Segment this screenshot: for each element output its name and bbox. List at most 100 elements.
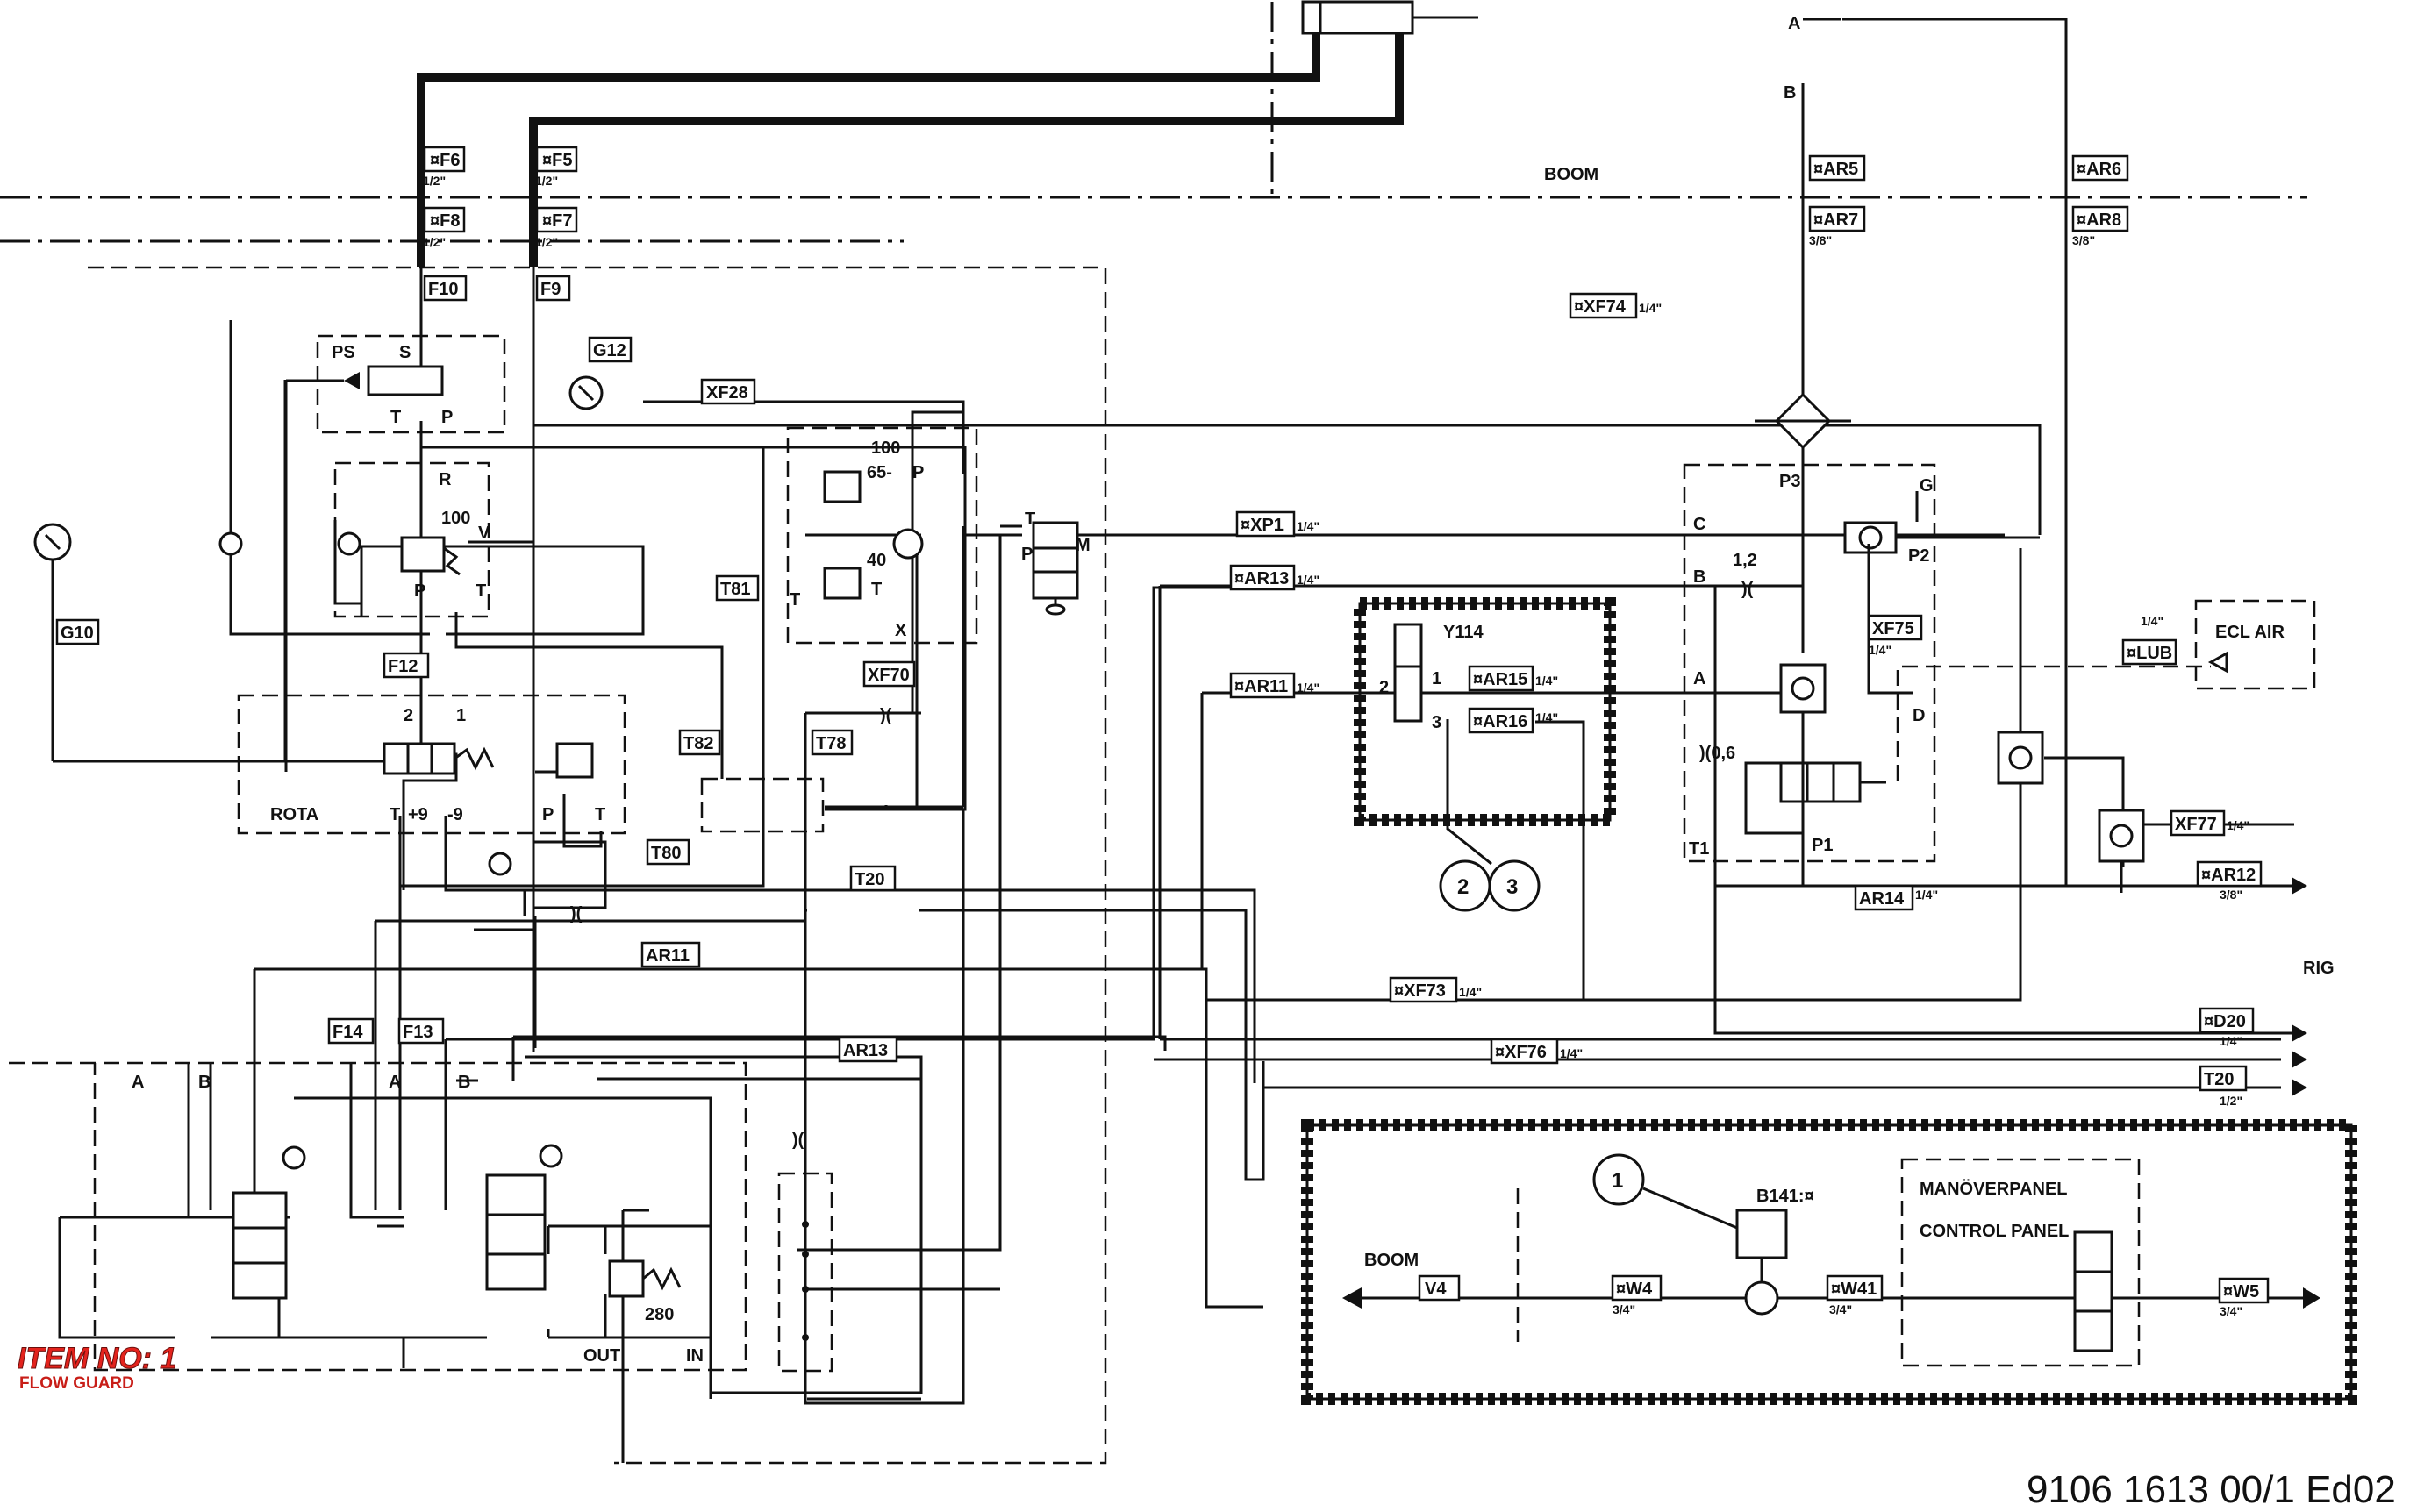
label-v: V	[478, 524, 490, 543]
label-minus9: -9	[447, 805, 463, 824]
size-AR7: 3/8"	[1809, 233, 1832, 247]
port-AR16: ¤AR16	[1473, 712, 1527, 731]
port-AR14: AR14	[1859, 889, 1905, 909]
label-r: R	[439, 470, 452, 489]
label-p2v: P2	[1908, 546, 1929, 566]
port-F5: ¤F5	[542, 151, 572, 170]
right-circuit	[1154, 18, 2316, 1089]
label-d: D	[1913, 706, 1925, 725]
document-number: 9106 1613 00/1 Ed02	[2027, 1468, 2396, 1511]
size-XF76: 1/4"	[1560, 1046, 1583, 1060]
port-T20-left: T20	[855, 870, 884, 889]
label-t3: T	[790, 590, 800, 610]
port-XF70: XF70	[868, 666, 910, 685]
label-t1v: T1	[1689, 839, 1709, 859]
label-x: X	[895, 621, 907, 640]
port-F9: F9	[540, 280, 561, 299]
port-W4: ¤W4	[1616, 1280, 1653, 1299]
label-1: 1	[456, 706, 466, 725]
port-AR13-right: ¤AR13	[1234, 569, 1289, 588]
port-W41: ¤W41	[1831, 1280, 1877, 1299]
port-AR5: ¤AR5	[1813, 160, 1858, 179]
label-a2: A	[389, 1073, 401, 1092]
svg-text:)(: )(	[880, 706, 892, 725]
label-p3: P	[542, 805, 554, 824]
label-100b: 100	[871, 439, 900, 458]
zone-boundaries	[0, 2, 2307, 243]
label-bv: B	[1693, 567, 1705, 587]
size-XF77: 1/4"	[2227, 818, 2249, 832]
label-1-2: 1,2	[1733, 551, 1757, 570]
label-tt: T	[1025, 510, 1035, 529]
label-b141: B141:¤	[1756, 1187, 1814, 1206]
size-AR8: 3/8"	[2072, 233, 2095, 247]
port-T80: T80	[651, 844, 681, 863]
svg-text:)(: )(	[570, 904, 583, 924]
port-AR8: ¤AR8	[2077, 210, 2121, 230]
port-AR7: ¤AR7	[1813, 210, 1858, 230]
port-F6: ¤F6	[430, 151, 460, 170]
port-AR6: ¤AR6	[2077, 160, 2121, 179]
size-AR12: 3/8"	[2220, 888, 2242, 902]
label-av: A	[1693, 669, 1705, 688]
label-ps: PS	[332, 343, 355, 362]
label-t: T	[390, 408, 401, 427]
boom-left-label: BOOM	[1364, 1251, 1419, 1270]
size-F7: 1/2"	[535, 235, 558, 249]
port-T82: T82	[683, 734, 713, 753]
size-F8: 1/2"	[423, 235, 446, 249]
port-XF76: ¤XF76	[1495, 1043, 1547, 1062]
label-t5: T	[390, 805, 400, 824]
label-pm-p: P	[1021, 545, 1033, 564]
port-AR11-left: AR11	[646, 946, 690, 966]
size-D20: 1/4"	[2220, 1034, 2242, 1048]
port-G12: G12	[593, 341, 626, 360]
label-top-a: A	[1788, 14, 1800, 33]
label-manoverpanel: MANÖVERPANEL	[1920, 1179, 2068, 1199]
label-plus9: +9	[408, 805, 428, 824]
callout-3: 3	[1506, 875, 1518, 899]
size-W5: 3/4"	[2220, 1304, 2242, 1318]
label-40: 40	[867, 551, 886, 570]
size-F6: 1/2"	[423, 174, 446, 188]
port-W5: ¤W5	[2223, 1282, 2259, 1302]
control-panel-box	[1301, 1119, 2357, 1405]
port-F10: F10	[428, 280, 458, 299]
port-V4: V4	[1425, 1280, 1447, 1299]
label-in: IN	[686, 1346, 704, 1366]
size-XF73: 1/4"	[1459, 985, 1482, 999]
zone-label-rig: RIG	[2303, 959, 2335, 978]
label-pp: P	[912, 463, 924, 482]
port-XF74: ¤XF74	[1574, 297, 1627, 317]
port-T81: T81	[720, 580, 750, 599]
port-AR13-left: AR13	[843, 1041, 888, 1060]
port-XP1: ¤XP1	[1241, 516, 1284, 535]
port-T78: T78	[816, 734, 846, 753]
size-F5: 1/2"	[535, 174, 558, 188]
label-c: C	[1693, 515, 1705, 534]
port-XF77: XF77	[2175, 815, 2217, 834]
label-y1: 1	[1432, 669, 1441, 688]
label-p1v: P1	[1812, 836, 1833, 855]
size-AR16: 1/4"	[1535, 710, 1558, 724]
label-t4: T	[871, 580, 882, 599]
port-AR12: ¤AR12	[2201, 866, 2256, 885]
hose-cylinder	[417, 0, 1478, 267]
rig-arrows	[2292, 877, 2307, 1096]
label-a1: A	[132, 1073, 144, 1092]
item-subtitle: FLOW GUARD	[19, 1374, 134, 1393]
label-y2: 2	[1379, 678, 1389, 697]
label-out: OUT	[583, 1346, 620, 1366]
label-g: G	[1920, 476, 1934, 496]
port-LUB: ¤LUB	[2127, 644, 2172, 663]
label-ecl-air: ECL AIR	[2215, 623, 2285, 642]
size-W41: 3/4"	[1829, 1302, 1852, 1316]
free-labels: BOOM RIG ROTA BOOM PS S T P R 100 V P T …	[132, 14, 2335, 1366]
port-labels: ¤F6 1/2" ¤F5 1/2" ¤F8 1/2" ¤F7 1/2" F10 …	[55, 146, 2270, 1318]
size-AR14: 1/4"	[1915, 888, 1938, 902]
y114-box	[1354, 597, 1616, 866]
rota-label: ROTA	[270, 805, 318, 824]
port-XF28: XF28	[706, 383, 748, 403]
label-p: P	[441, 408, 453, 427]
